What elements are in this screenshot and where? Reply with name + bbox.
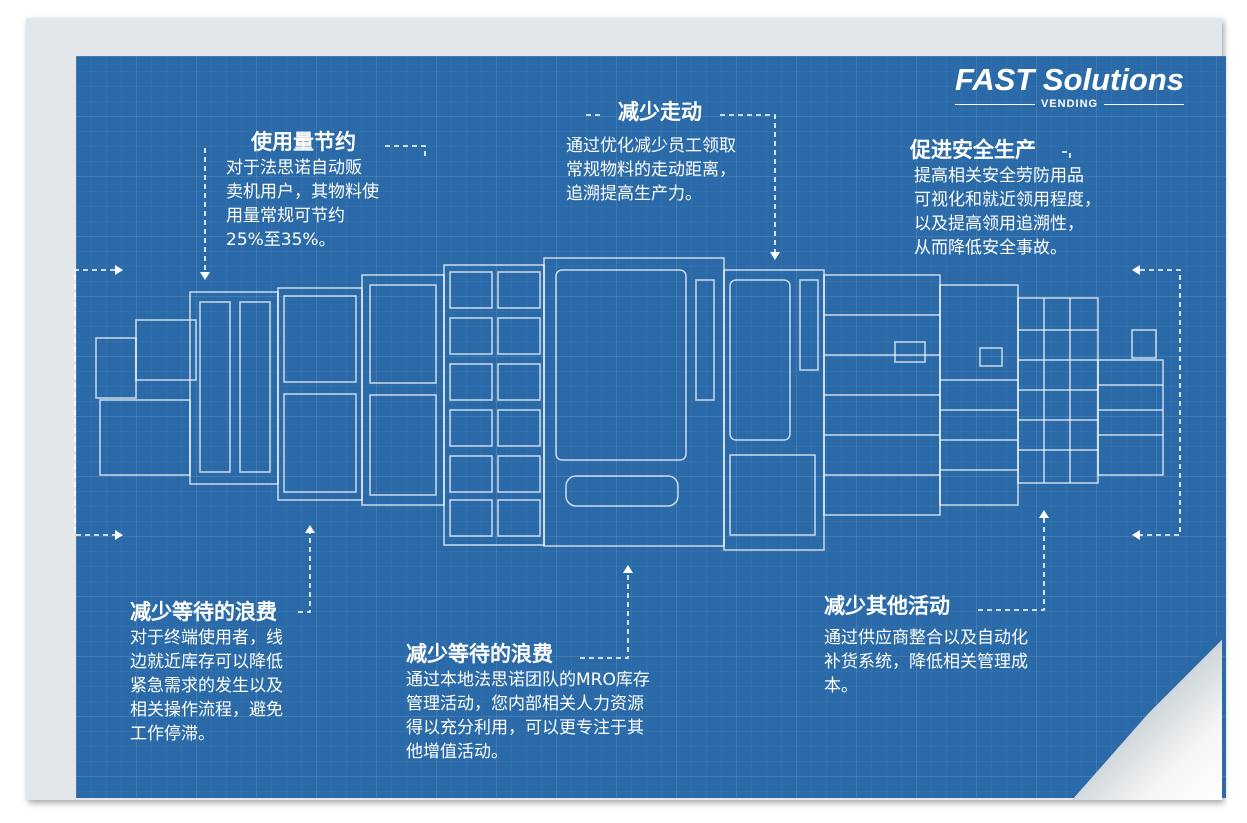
block-other-activities: 减少其他活动 通过供应商整合以及自动化 补货系统，降低相关管理成 本。	[824, 592, 1028, 698]
block-title: 促进安全生产	[910, 138, 1036, 162]
block-line: 以及提高领用追溯性，	[914, 214, 1084, 234]
block-line: 通过优化减少员工领取	[566, 136, 736, 156]
block-waiting-mro: 减少等待的浪费 通过本地法思诺团队的MRO库存 管理活动，您内部相关人力资源 得…	[406, 640, 650, 764]
block-reduce-walking: 减少走动 通过优化减少员工领取 常规物料的走动距离， 追溯提高生产力。	[566, 98, 736, 206]
blueprint-background	[76, 56, 1226, 798]
block-line: 提高相关安全劳防用品	[914, 166, 1084, 186]
block-title: 减少等待的浪费	[406, 642, 553, 666]
block-line: 可视化和就近领用程度，	[914, 190, 1101, 210]
block-title: 减少其他活动	[824, 594, 950, 618]
block-line: 得以充分利用，可以更专注于其	[406, 718, 644, 738]
block-safety: 促进安全生产 提高相关安全劳防用品 可视化和就近领用程度， 以及提高领用追溯性，…	[910, 136, 1101, 260]
logo-sub-text: VENDING	[1040, 98, 1099, 110]
block-line: 用量常规可节约	[226, 206, 345, 226]
logo-name: FAST Solutions	[955, 62, 1185, 97]
logo-sub: VENDING	[955, 98, 1185, 110]
block-title: 减少等待的浪费	[130, 600, 277, 624]
block-line: 边就近库存可以降低	[130, 652, 283, 672]
block-waiting-enduser: 减少等待的浪费 对于终端使用者，线 边就近库存可以降低 紧急需求的发生以及 相关…	[130, 598, 283, 746]
block-line: 对于终端使用者，线	[130, 628, 283, 648]
block-line: 对于法思诺自动贩	[226, 158, 362, 178]
block-line: 管理活动，您内部相关人力资源	[406, 694, 644, 714]
block-usage-savings: 使用量节约 对于法思诺自动贩 卖机用户，其物料使 用量常规可节约 25%至35%…	[226, 128, 379, 252]
block-line: 25%至35%。	[226, 230, 336, 250]
block-line: 工作停滞。	[130, 724, 215, 744]
block-title: 使用量节约	[251, 130, 356, 154]
fast-solutions-logo: FAST Solutions VENDING	[955, 62, 1185, 110]
block-line: 通过供应商整合以及自动化	[824, 628, 1028, 648]
block-line: 通过本地法思诺团队的MRO库存	[406, 670, 650, 690]
block-line: 追溯提高生产力。	[566, 184, 702, 204]
block-line: 紧急需求的发生以及	[130, 676, 283, 696]
block-line: 他增值活动。	[406, 742, 508, 762]
block-line: 相关操作流程，避免	[130, 700, 283, 720]
block-line: 补货系统，降低相关管理成	[824, 652, 1028, 672]
block-title: 减少走动	[618, 100, 702, 124]
paper-sheet	[26, 18, 1226, 800]
block-line: 本。	[824, 676, 858, 696]
block-line: 常规物料的走动距离，	[566, 160, 736, 180]
block-line: 从而降低安全事故。	[914, 238, 1067, 258]
block-line: 卖机用户，其物料使	[226, 182, 379, 202]
